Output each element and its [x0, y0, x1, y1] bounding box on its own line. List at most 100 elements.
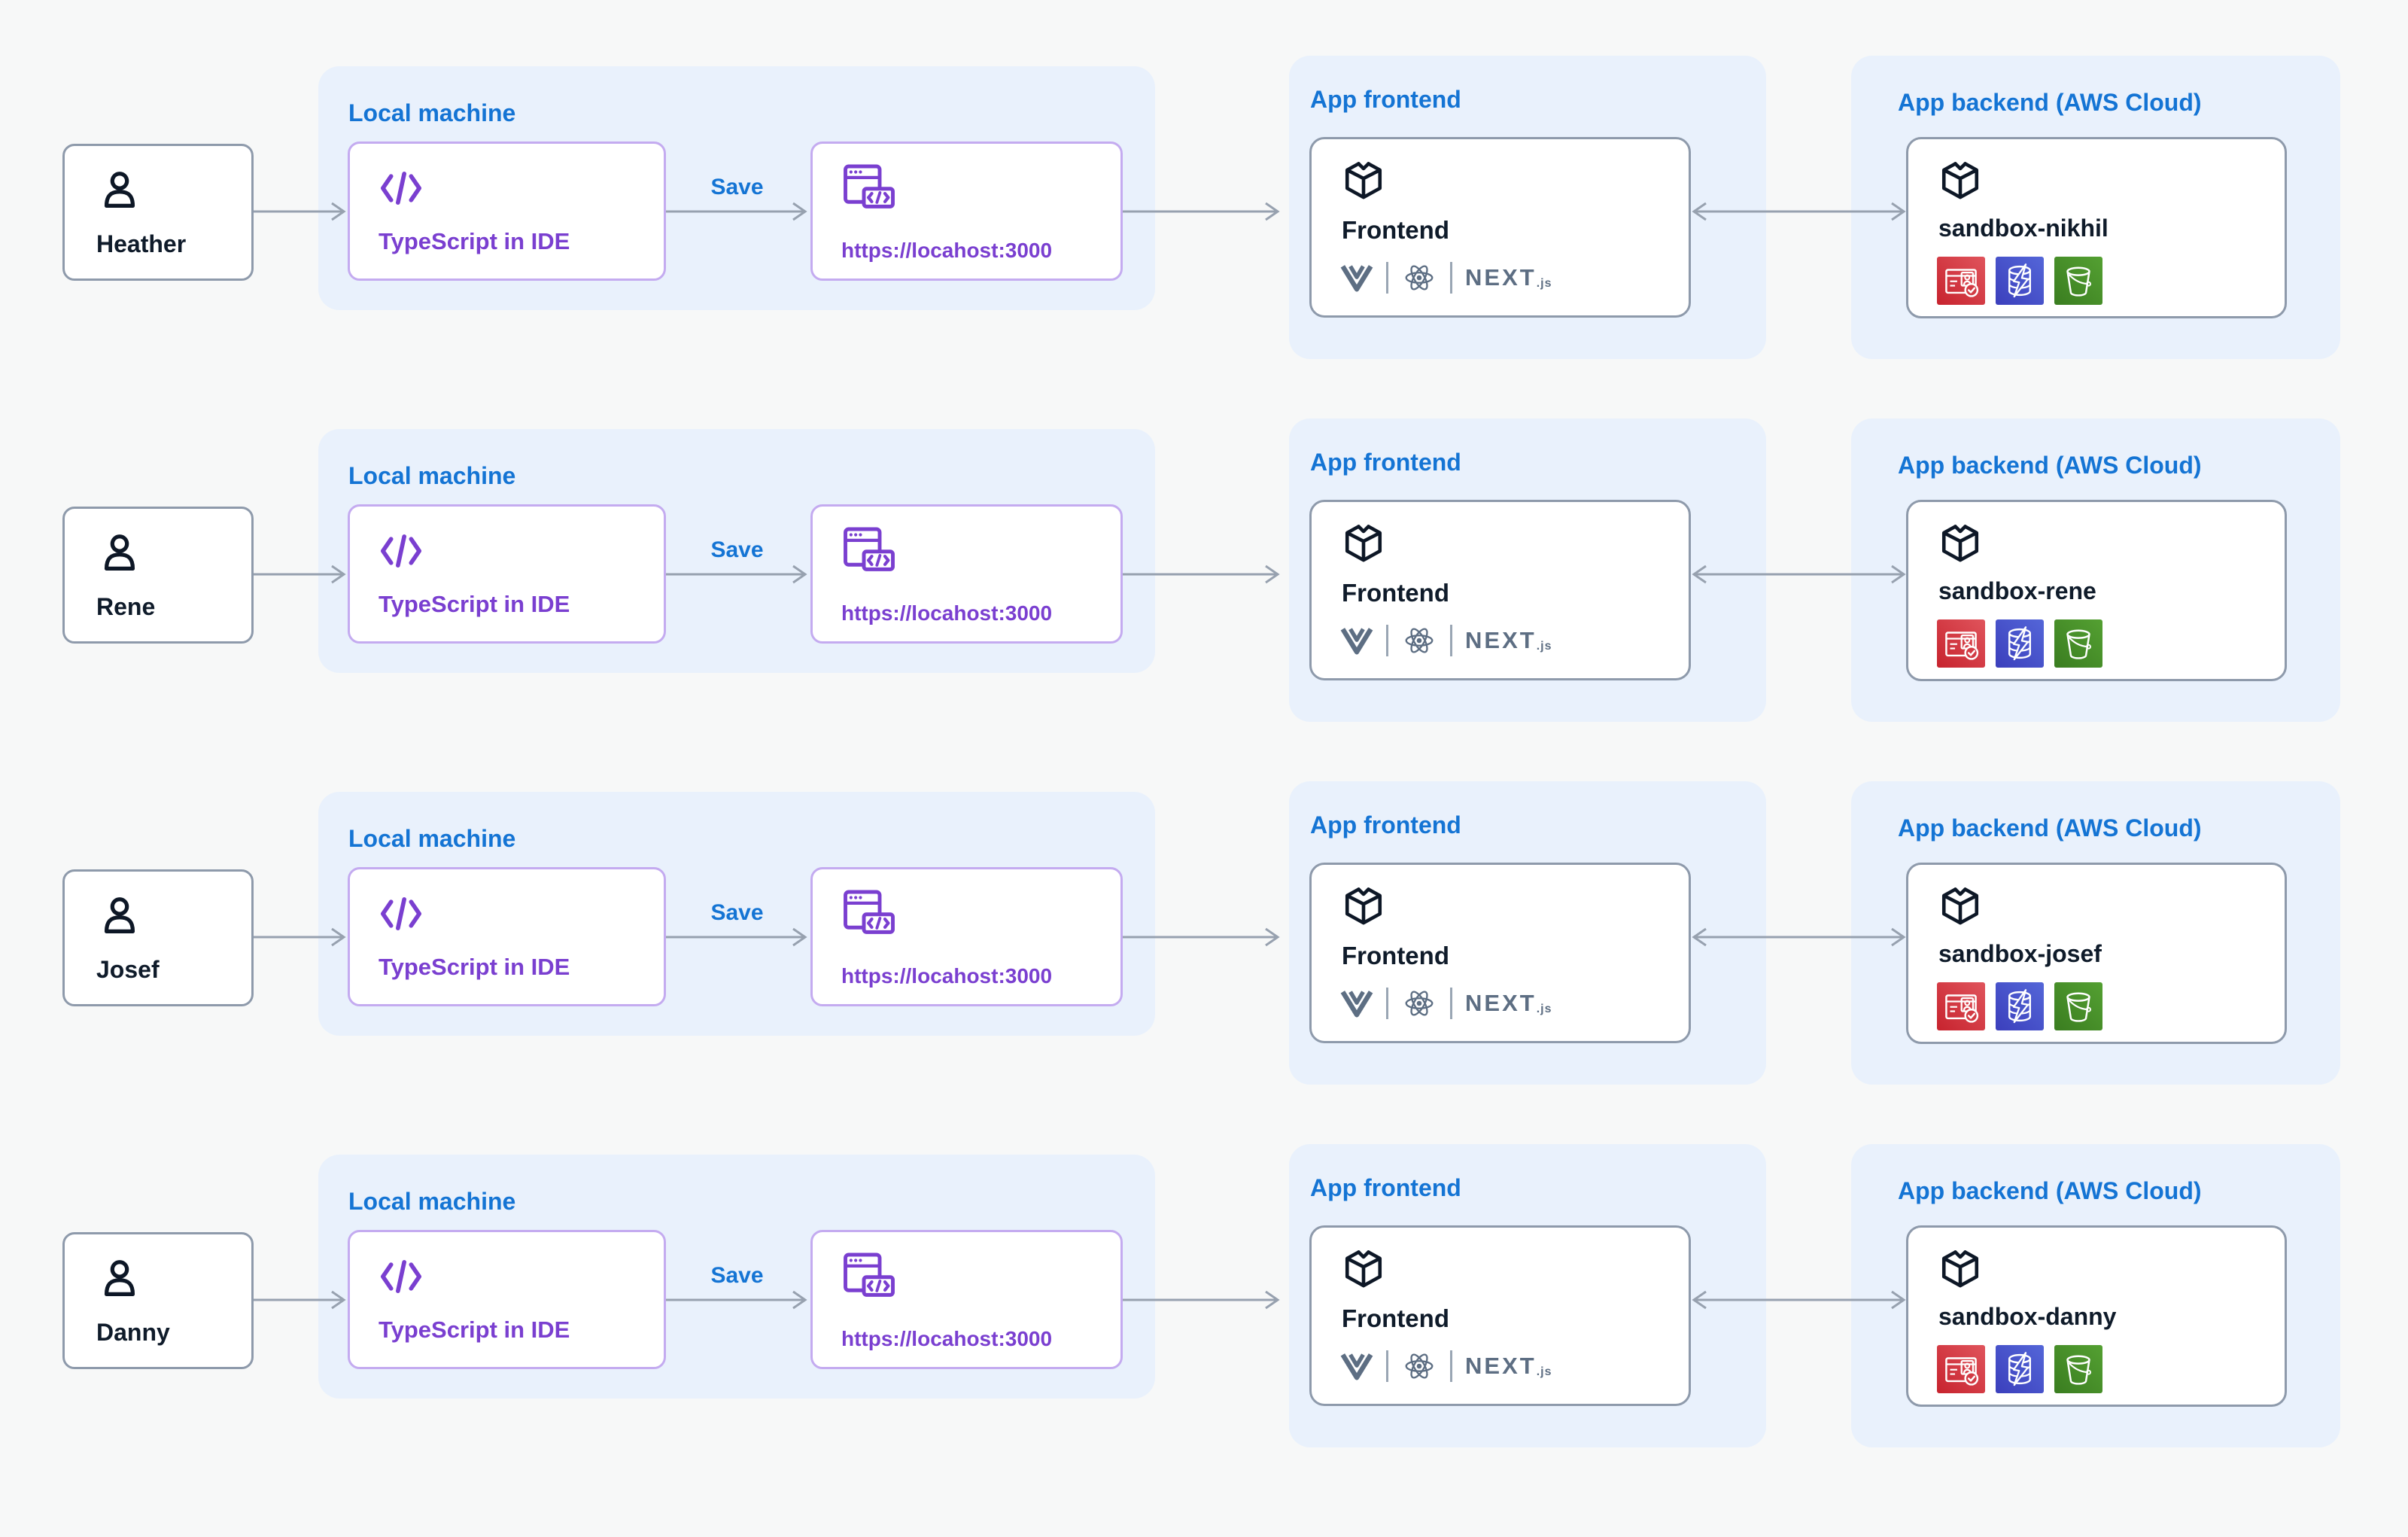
section-title-local-machine: Local machine	[348, 825, 516, 852]
nextjs-logo: NEXT.js	[1465, 1353, 1552, 1379]
person-card: Rene	[62, 507, 254, 644]
sandbox-name: sandbox-rene	[1938, 577, 2096, 604]
arrow-frontend-backend-bidirectional	[1692, 565, 1906, 584]
package-cube-icon	[1342, 520, 1385, 564]
vue-logo	[1340, 263, 1373, 292]
amazon-dynamodb-icon	[1996, 257, 2044, 305]
arrow-person-to-ide	[254, 1290, 346, 1310]
arrow-localhost-to-frontend	[1123, 202, 1280, 221]
arrow-person-to-ide	[254, 927, 346, 947]
react-logo	[1401, 1350, 1437, 1383]
logo-divider	[1386, 625, 1388, 656]
logo-divider	[1450, 988, 1452, 1019]
arrow-localhost-to-frontend	[1123, 565, 1280, 584]
person-card: Heather	[62, 144, 254, 281]
amazon-cognito-icon	[1937, 982, 1985, 1030]
save-label: Save	[710, 175, 764, 199]
react-logo	[1401, 987, 1437, 1020]
logo-divider	[1386, 1350, 1388, 1382]
localhost-card: https://locahost:3000	[810, 504, 1123, 644]
section-title-app-frontend: App frontend	[1310, 1174, 1461, 1201]
person-name: Heather	[96, 230, 187, 257]
localhost-card: https://locahost:3000	[810, 142, 1123, 281]
typescript-label: TypeScript in IDE	[379, 954, 570, 980]
person-name: Josef	[96, 956, 160, 983]
save-label: Save	[710, 1263, 764, 1288]
section-title-app-backend: App backend (AWS Cloud)	[1898, 1177, 2202, 1204]
frontend-label: Frontend	[1342, 1304, 1449, 1332]
section-title-app-backend: App backend (AWS Cloud)	[1898, 452, 2202, 479]
workflow-row: Local machine App frontend App backend (…	[0, 418, 2408, 781]
arrow-person-to-ide	[254, 565, 346, 584]
frontend-label: Frontend	[1342, 216, 1449, 244]
vue-logo	[1340, 1352, 1373, 1380]
logo-divider	[1450, 1350, 1452, 1382]
section-title-local-machine: Local machine	[348, 462, 516, 489]
person-card: Josef	[62, 869, 254, 1006]
frontend-label: Frontend	[1342, 942, 1449, 969]
typescript-ide-card: TypeScript in IDE	[348, 1230, 666, 1369]
amazon-cognito-icon	[1937, 619, 1985, 668]
amazon-cognito-icon	[1937, 1345, 1985, 1393]
browser-code-icon	[843, 889, 895, 937]
amazon-dynamodb-icon	[1996, 982, 2044, 1030]
package-cube-icon	[1938, 883, 1982, 927]
code-brackets-icon	[379, 169, 424, 207]
typescript-label: TypeScript in IDE	[379, 591, 570, 617]
logo-divider	[1450, 262, 1452, 294]
amazon-s3-icon	[2054, 619, 2102, 668]
framework-logo-row: NEXT.js	[1340, 985, 1552, 1021]
arrow-localhost-to-frontend	[1123, 1290, 1280, 1310]
package-cube-icon	[1342, 883, 1385, 927]
save-label: Save	[710, 537, 764, 562]
arrow-frontend-backend-bidirectional	[1692, 1290, 1906, 1310]
code-brackets-icon	[379, 895, 424, 933]
react-logo	[1401, 624, 1437, 657]
aws-service-icons	[1937, 257, 2102, 305]
arrow-save-ide-to-localhost	[666, 202, 807, 221]
person-icon	[96, 530, 143, 577]
sandbox-name: sandbox-danny	[1938, 1303, 2117, 1330]
person-name: Danny	[96, 1319, 170, 1346]
section-title-app-backend: App backend (AWS Cloud)	[1898, 814, 2202, 842]
backend-sandbox-card: sandbox-danny	[1906, 1225, 2287, 1407]
nextjs-logo: NEXT.js	[1465, 990, 1552, 1016]
code-brackets-icon	[379, 1258, 424, 1295]
person-icon	[96, 167, 143, 214]
section-title-app-backend: App backend (AWS Cloud)	[1898, 89, 2202, 116]
localhost-label: https://locahost:3000	[841, 239, 1053, 262]
nextjs-logo: NEXT.js	[1465, 627, 1552, 653]
frontend-card: Frontend NEXT.js	[1309, 500, 1691, 680]
typescript-label: TypeScript in IDE	[379, 228, 570, 254]
arrow-localhost-to-frontend	[1123, 927, 1280, 947]
section-title-app-frontend: App frontend	[1310, 449, 1461, 476]
typescript-ide-card: TypeScript in IDE	[348, 504, 666, 644]
backend-sandbox-card: sandbox-rene	[1906, 500, 2287, 681]
logo-divider	[1386, 988, 1388, 1019]
nextjs-logo: NEXT.js	[1465, 264, 1552, 291]
localhost-label: https://locahost:3000	[841, 1327, 1053, 1350]
frontend-label: Frontend	[1342, 579, 1449, 607]
framework-logo-row: NEXT.js	[1340, 260, 1552, 296]
frontend-card: Frontend NEXT.js	[1309, 863, 1691, 1043]
workflow-row: Local machine App frontend App backend (…	[0, 1144, 2408, 1507]
typescript-label: TypeScript in IDE	[379, 1316, 570, 1343]
localhost-label: https://locahost:3000	[841, 964, 1053, 988]
amazon-s3-icon	[2054, 982, 2102, 1030]
localhost-label: https://locahost:3000	[841, 601, 1053, 625]
person-icon	[96, 893, 143, 939]
amazon-s3-icon	[2054, 1345, 2102, 1393]
browser-code-icon	[843, 163, 895, 212]
person-name: Rene	[96, 593, 156, 620]
framework-logo-row: NEXT.js	[1340, 622, 1552, 659]
package-cube-icon	[1938, 520, 1982, 564]
code-brackets-icon	[379, 532, 424, 570]
localhost-card: https://locahost:3000	[810, 867, 1123, 1006]
frontend-card: Frontend NEXT.js	[1309, 1225, 1691, 1406]
vue-logo	[1340, 989, 1373, 1018]
workflow-row: Local machine App frontend App backend (…	[0, 781, 2408, 1144]
section-title-local-machine: Local machine	[348, 99, 516, 126]
arrow-save-ide-to-localhost	[666, 1290, 807, 1310]
arrow-frontend-backend-bidirectional	[1692, 202, 1906, 221]
amazon-dynamodb-icon	[1996, 1345, 2044, 1393]
